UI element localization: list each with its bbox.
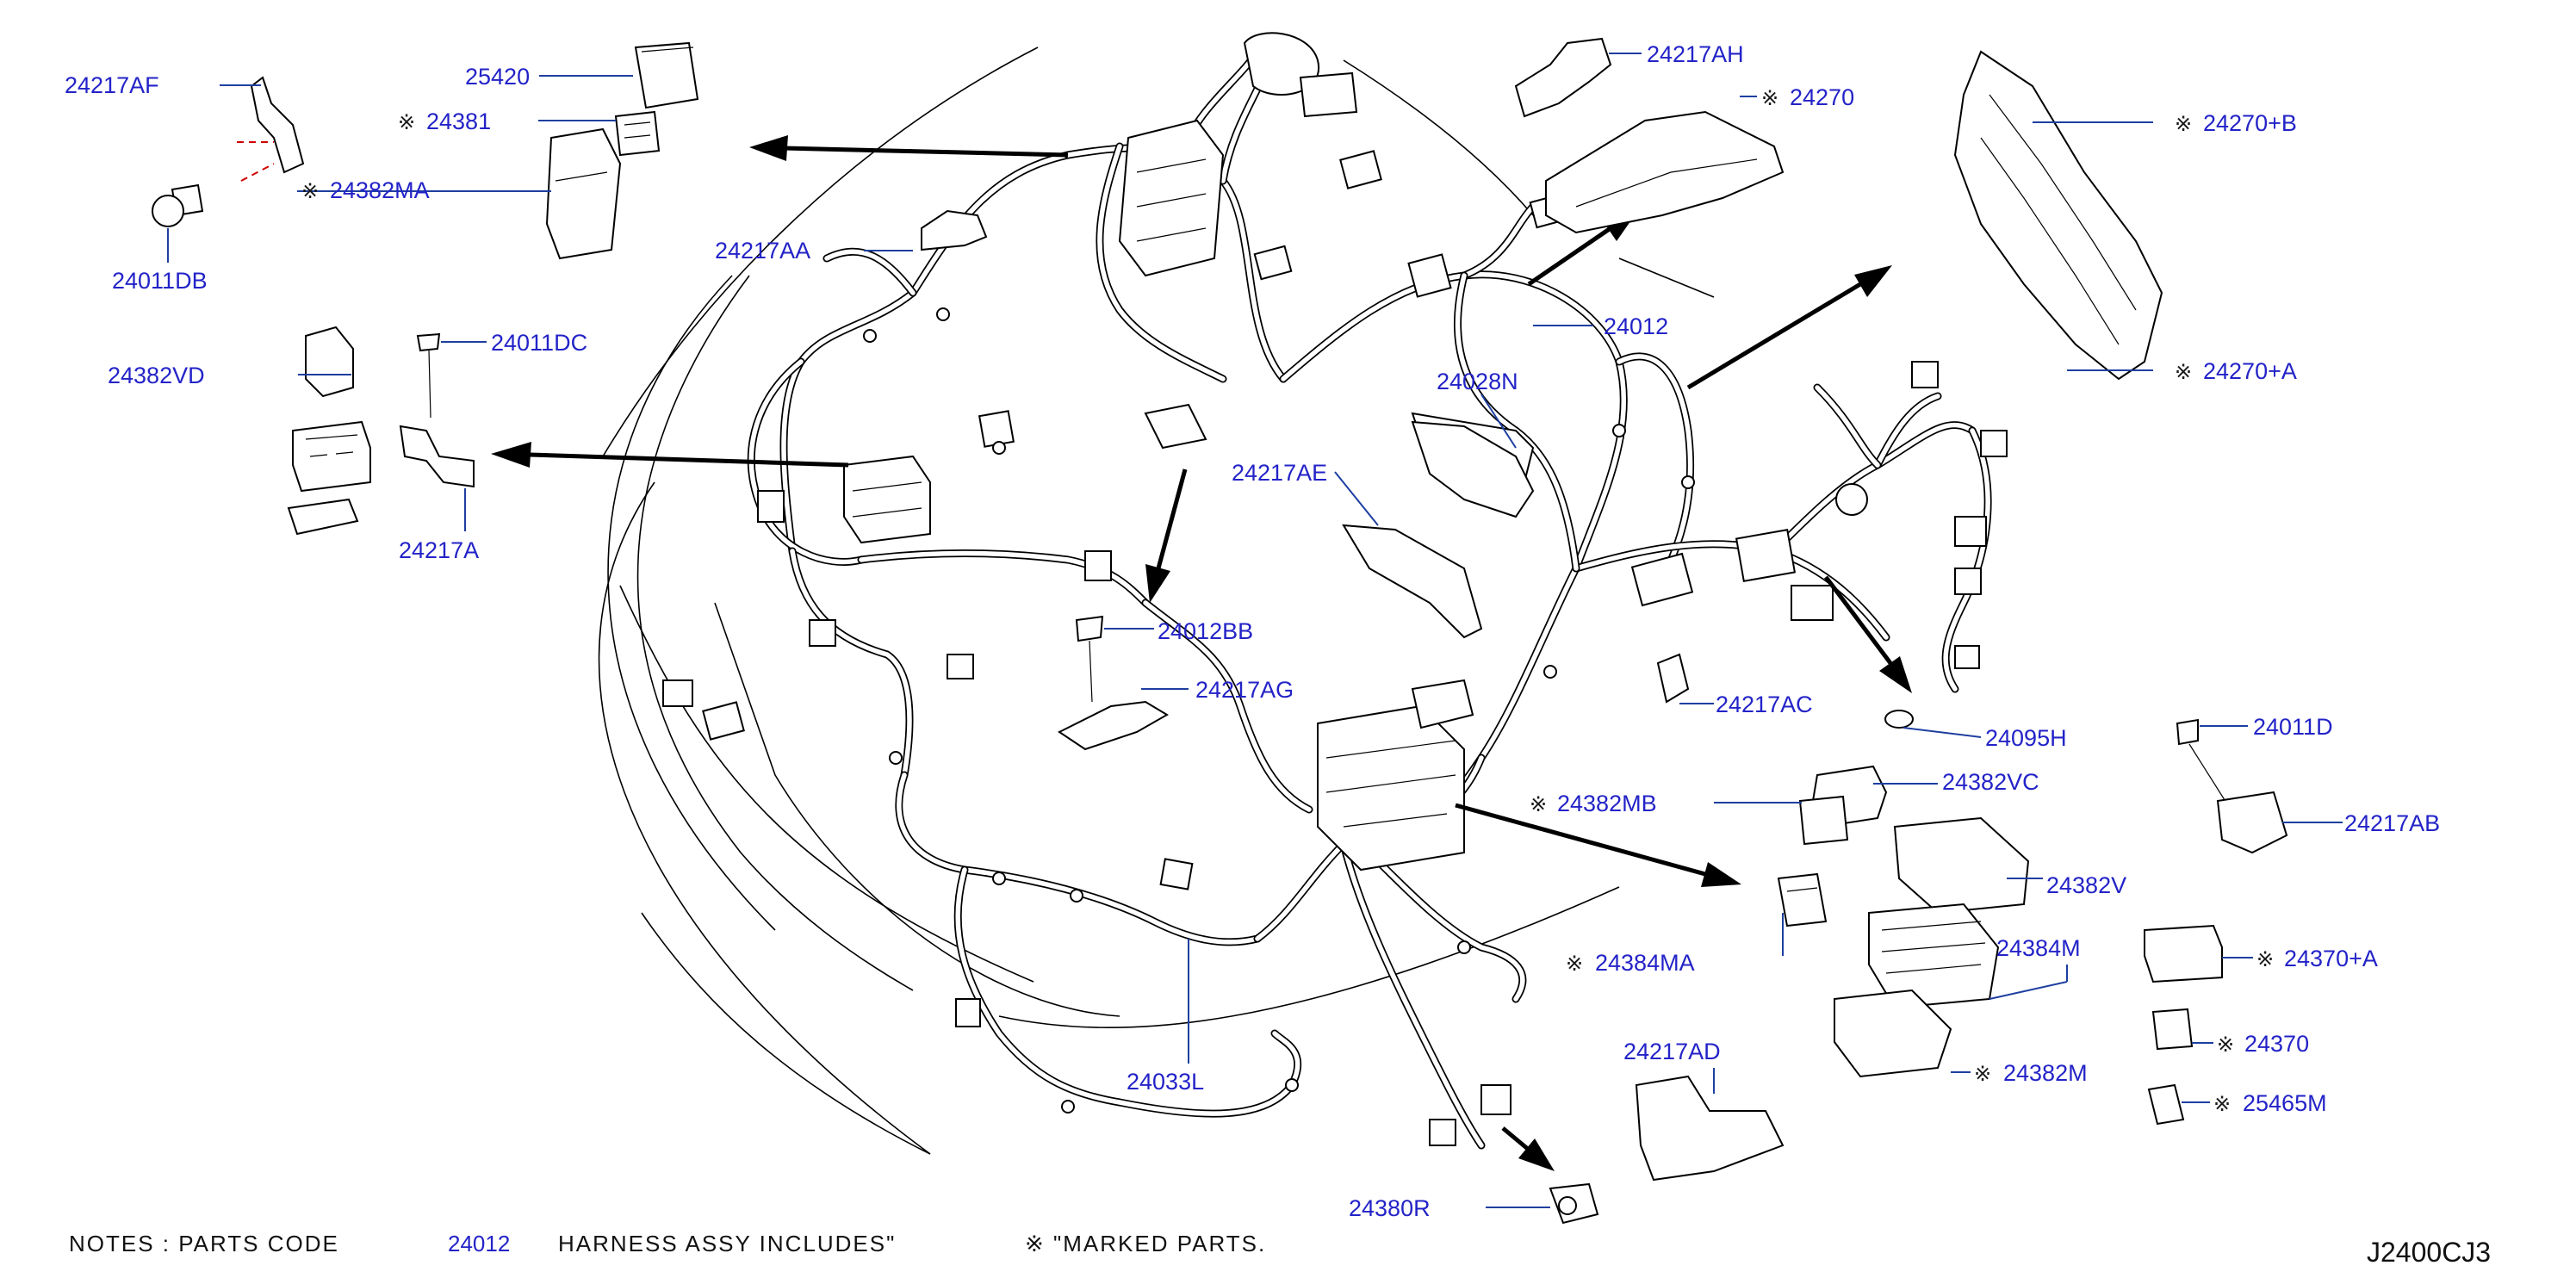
notes-marked-parts: ※ "MARKED PARTS. [1025, 1231, 1266, 1256]
callout-24011DB: 24011DB [112, 268, 208, 294]
callout-24382V: 24382V [2046, 872, 2126, 898]
body-outline [598, 47, 1715, 1155]
callout-24382VC: 24382VC [1942, 769, 2039, 795]
callout-24217AF: 24217AF [65, 72, 159, 98]
callout-24217AG: 24217AG [1195, 677, 1294, 703]
callout-24370-A: 24370+A [2284, 946, 2378, 971]
marked-symbol: ※ [2217, 1033, 2234, 1057]
callout-24217AH: 24217AH [1647, 41, 1744, 67]
marked-symbol: ※ [398, 110, 415, 134]
marked-symbol: ※ [2175, 112, 2192, 136]
callout-24384MA: 24384MA [1595, 950, 1695, 976]
callout-24217AB: 24217AB [2344, 810, 2440, 836]
callout-24382MA: 24382MA [330, 177, 430, 203]
marked-symbol: ※ [1974, 1062, 1991, 1086]
drawing-code: J2400CJ3 [2367, 1237, 2491, 1268]
notes-prefix: NOTES : PARTS CODE [69, 1231, 339, 1256]
notes-harness-code: 24012 [448, 1231, 510, 1256]
callout-24382MB: 24382MB [1557, 791, 1657, 816]
callout-labels: 24217AF 25420 ※ 24381 ※ 24382MA 24011DB … [65, 41, 2440, 1221]
marked-symbol: ※ [2256, 947, 2274, 971]
callout-24217AC: 24217AC [1716, 692, 1813, 717]
callout-24382M: 24382M [2003, 1060, 2088, 1086]
notes-harness-text: HARNESS ASSY INCLUDES" [558, 1231, 896, 1256]
callout-24012BB: 24012BB [1158, 618, 1253, 644]
callout-24382VD: 24382VD [108, 363, 205, 388]
marked-symbol: ※ [1761, 86, 1778, 110]
callout-24217AD: 24217AD [1623, 1039, 1721, 1064]
callout-24217AA: 24217AA [715, 238, 810, 264]
marked-symbol: ※ [1566, 952, 1583, 976]
marked-symbol: ※ [2213, 1092, 2231, 1116]
leader-lines [167, 53, 2343, 1208]
callout-24384M: 24384M [1996, 935, 2081, 961]
callout-24217AE: 24217AE [1232, 460, 1327, 486]
callout-24217A: 24217A [399, 537, 479, 563]
callout-24033L: 24033L [1127, 1069, 1204, 1095]
callout-24270-A: 24270+A [2203, 358, 2297, 384]
callout-24011D: 24011D [2253, 714, 2333, 740]
callout-24012: 24012 [1604, 313, 1668, 339]
callout-24370: 24370 [2244, 1031, 2309, 1057]
callout-24380R: 24380R [1349, 1195, 1431, 1221]
callout-24270-B: 24270+B [2203, 110, 2297, 136]
marked-symbol: ※ [301, 179, 319, 203]
callout-24381: 24381 [426, 109, 491, 134]
marked-symbol: ※ [1530, 792, 1547, 816]
callout-24270: 24270 [1790, 84, 1854, 110]
detail-parts [152, 37, 2288, 1225]
callout-24011DC: 24011DC [491, 330, 587, 356]
notes-block: NOTES : PARTS CODE 24012 HARNESS ASSY IN… [69, 1231, 1266, 1256]
harness-clips [863, 307, 1695, 1114]
callout-25420: 25420 [465, 64, 530, 90]
harness-components [662, 32, 2008, 1146]
callout-24095H: 24095H [1985, 725, 2067, 751]
callout-24028N: 24028N [1437, 369, 1518, 394]
marked-symbol: ※ [2175, 360, 2192, 384]
callout-25465M: 25465M [2243, 1090, 2327, 1116]
